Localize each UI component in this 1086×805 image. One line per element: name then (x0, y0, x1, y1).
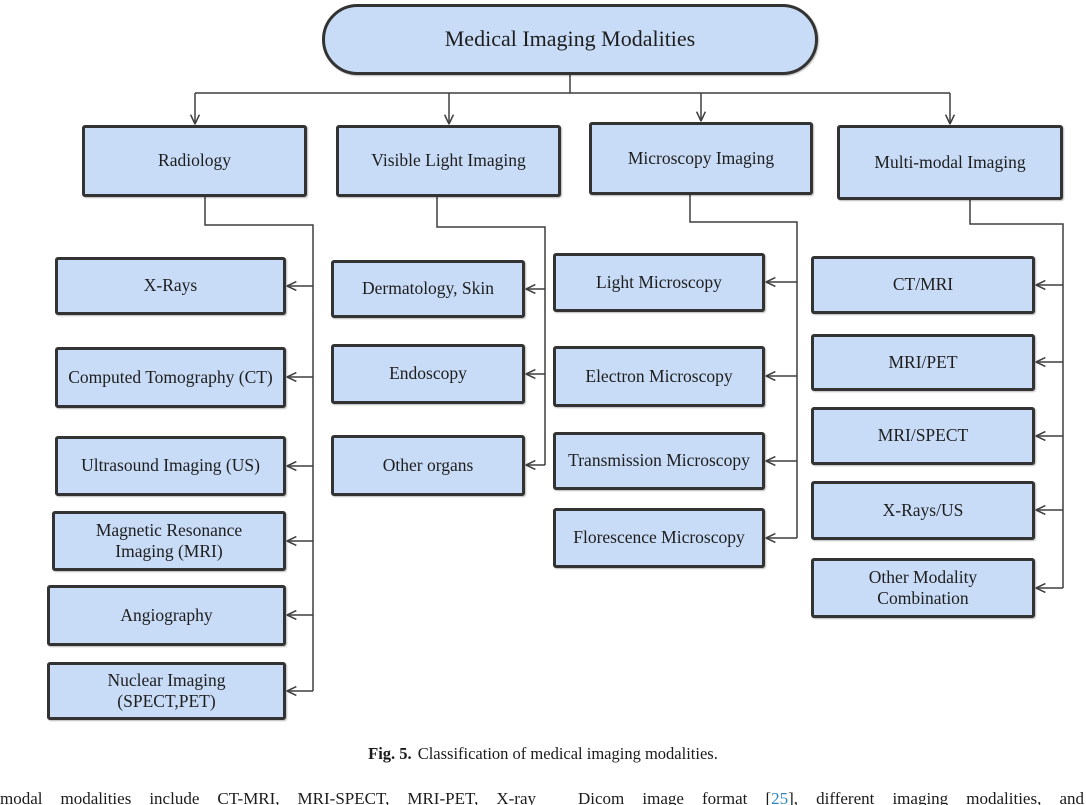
category-multi-modal-imaging: Multi-modal Imaging (837, 125, 1063, 200)
node-label: Angiography (120, 604, 213, 625)
modality-other-modality-combination: Other Modality Combination (811, 558, 1035, 618)
modality-florescence-microscopy: Florescence Microscopy (553, 508, 765, 568)
body-text-right-column: Dicom image format [25], different imagi… (578, 789, 1084, 805)
modality-dermatology-skin: Dermatology, Skin (331, 260, 525, 318)
modality-ultrasound-imaging: Ultrasound Imaging (US) (55, 436, 286, 496)
node-label: Computed Tomography (CT) (68, 366, 273, 387)
node-label: Microscopy Imaging (627, 147, 775, 168)
modality-mri-spect: MRI/SPECT (811, 407, 1035, 465)
node-label: MRI/SPECT (877, 425, 969, 446)
node-label: MRI/PET (888, 351, 958, 372)
node-label: X-Rays (143, 275, 198, 296)
body-text-segment: ], different imaging modalities, and (788, 789, 1084, 805)
body-text-snippet: modal modalities include CT-MRI, MRI-SPE… (0, 789, 1086, 805)
multi-modal-branch-line (969, 199, 1064, 588)
node-label: Visible Light Imaging (371, 150, 526, 171)
node-label: Medical Imaging Modalities (444, 26, 696, 52)
node-label: Endoscopy (389, 363, 467, 384)
node-label: Transmission Microscopy (568, 450, 750, 471)
caption-text: Classification of medical imaging modali… (417, 744, 718, 763)
microscopy-branch-line (689, 194, 798, 538)
node-label: CT/MRI (892, 274, 954, 295)
node-label: Nuclear Imaging (SPECT,PET) (107, 669, 226, 711)
figure-label: Fig. 5. (368, 744, 412, 763)
node-label: Florescence Microscopy (573, 527, 745, 548)
modality-mri-pet: MRI/PET (811, 334, 1035, 391)
modality-x-rays-us: X-Rays/US (811, 481, 1035, 540)
node-label: X-Rays/US (882, 499, 964, 520)
modality-magnetic-resonance-imaging: Magnetic Resonance Imaging (MRI) (52, 511, 286, 571)
modality-light-microscopy: Light Microscopy (553, 253, 765, 312)
body-text-segment: Dicom image format [ (578, 789, 772, 805)
node-label: Radiology (158, 150, 231, 171)
modality-x-rays: X-Rays (55, 257, 286, 315)
modality-angiography: Angiography (47, 585, 286, 646)
modality-nuclear-imaging: Nuclear Imaging (SPECT,PET) (47, 662, 286, 720)
node-label: Dermatology, Skin (361, 278, 495, 299)
root-node-medical-imaging-modalities: Medical Imaging Modalities (322, 4, 818, 75)
node-label: Electron Microscopy (585, 365, 733, 386)
node-label: Other Modality Combination (868, 566, 978, 608)
modality-ct-mri: CT/MRI (811, 256, 1035, 314)
citation-link[interactable]: 25 (771, 789, 789, 805)
modality-endoscopy: Endoscopy (331, 344, 525, 404)
category-microscopy-imaging: Microscopy Imaging (589, 122, 813, 195)
classification-diagram: Medical Imaging Modalities Radiology Vis… (0, 4, 1064, 730)
modality-electron-microscopy: Electron Microscopy (553, 346, 765, 407)
radiology-branch-line (204, 196, 314, 691)
node-label: Ultrasound Imaging (US) (81, 455, 260, 476)
node-label: Light Microscopy (596, 271, 722, 292)
visible-light-branch-line (436, 196, 546, 465)
category-visible-light-imaging: Visible Light Imaging (336, 125, 561, 197)
body-text-left-column: modal modalities include CT-MRI, MRI-SPE… (0, 789, 536, 805)
node-label: Magnetic Resonance Imaging (MRI) (95, 519, 243, 561)
modality-other-organs: Other organs (331, 435, 525, 496)
figure-caption: Fig. 5. Classification of medical imaging… (0, 744, 1086, 764)
category-radiology: Radiology (82, 125, 307, 197)
node-label: Other organs (382, 454, 474, 475)
node-label: Multi-modal Imaging (874, 151, 1026, 172)
connector-lines (0, 75, 1064, 730)
modality-computed-tomography: Computed Tomography (CT) (55, 347, 286, 408)
modality-transmission-microscopy: Transmission Microscopy (553, 432, 765, 490)
